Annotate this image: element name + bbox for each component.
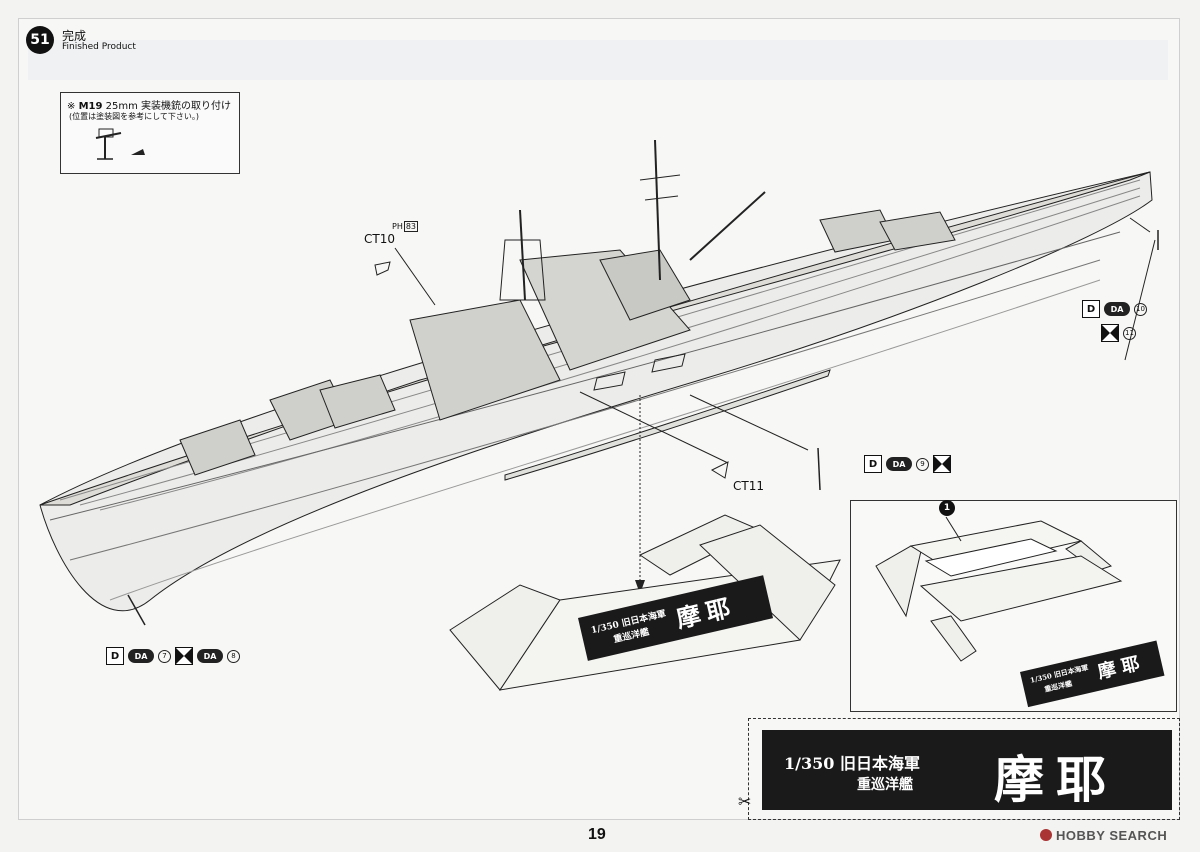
note-text: 実装機銃の取り付け [141,101,232,112]
decal-chip-9: D DA 9 [864,455,951,473]
ph-number: 83 [403,221,419,232]
nameplate-type-line: 重巡洋艦 [857,777,913,793]
note-subtext: (位置は塗装図を参考にして下さい。) [69,112,200,121]
watermark-text: HOBBY SEARCH [1056,828,1168,843]
decal-da-pill: DA [197,649,223,663]
stand-detail-drawing [875,516,1123,662]
decal-d-box: D [864,455,882,473]
decal-da-pill: DA [128,649,154,663]
arrow-icon [635,580,645,594]
ph-letter: P [392,222,397,231]
scissors-icon: ✂ [738,792,752,811]
decal-number: 8 [227,649,240,663]
decal-chip-11: 11 [1101,324,1136,342]
step-title-jp: 完成 [62,29,87,43]
watermark: HOBBY SEARCH [1040,828,1167,843]
hatch-flag-icon [1101,324,1119,342]
decal-da-pill: DA [886,457,912,471]
decal-number: 10 [1134,302,1147,316]
decal-chip-10: D DA 10 [1082,300,1147,318]
page-number: 19 [588,826,606,843]
stand-detail-inset [850,500,1177,712]
decal-d-box: D [1082,300,1100,318]
decal-number: 7 [158,649,171,663]
plate-ship-name: 摩耶 [673,591,739,634]
machine-gun-note-box: ※ M19 25mm 実装機銃の取り付け (位置は塗装図を参考にして下さい。) [60,92,240,174]
cutout-dashed-border [748,718,1180,820]
ct10-label: CT10 [364,232,395,246]
plate-ship-name: 摩耶 [1095,651,1148,684]
decal-d-box: D [106,647,124,665]
decal-number: 11 [1123,326,1136,340]
note-title: ※ M19 25mm 実装機銃の取り付け [67,97,231,112]
hatch-flag-icon [933,455,951,473]
watermark-logo-icon [1040,829,1052,841]
decal-da-pill: DA [1104,302,1130,316]
note-mark: ※ [67,101,76,112]
note-part: M19 [78,101,103,112]
step-title-en: Finished Product [62,42,136,52]
cutout-nameplate: 1/350 旧日本海軍 重巡洋艦 摩耶 [762,730,1172,810]
machine-gun-illustration [95,128,145,160]
nameplate-ship-name: 摩耶 [994,750,1118,809]
decal-number: 9 [916,457,929,471]
step-number-badge: 51 [26,26,54,54]
nameplate-scale-line: 1/350 旧日本海軍 [784,754,920,773]
hatch-flag-icon [175,647,193,665]
note-size: 25mm [105,101,138,112]
decal-chip-7-8: D DA 7 DA 8 [106,647,240,665]
ct11-label: CT11 [733,479,764,493]
bleed-through-band [28,40,1168,80]
inset-step-number: 1 [939,500,955,516]
ph-sub: H [396,222,403,231]
